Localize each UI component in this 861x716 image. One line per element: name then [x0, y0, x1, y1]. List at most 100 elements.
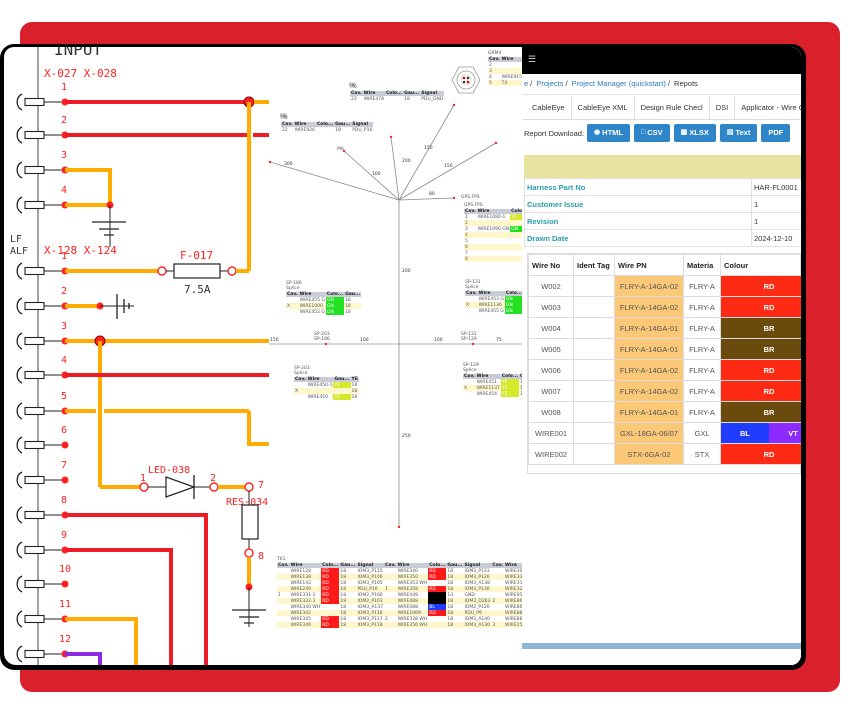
harness-table-cell: 18: [447, 568, 454, 574]
breadcrumb-projects[interactable]: Projects: [536, 79, 564, 88]
connector-face-icon: [466, 80, 470, 84]
tab-dsi[interactable]: DSI: [710, 96, 736, 119]
harness-table-cell: [491, 610, 505, 616]
harness-node-label: SP-203: [314, 331, 330, 337]
tab-cableeye-xml[interactable]: CableEye XML: [572, 96, 635, 119]
harness-table-cell: WIRE332-1: [289, 598, 322, 604]
harness-table-caption: M8: [281, 116, 288, 121]
harness-table-caption: GPS.FPS: [464, 203, 483, 208]
harness-table-header: Wire: [476, 209, 511, 214]
harness-table-row: 3: [488, 68, 548, 74]
resistor-terminal: [244, 482, 254, 492]
harness-table-cell: IOM3_A138: [464, 580, 491, 586]
harness-table-cell: YE: [333, 382, 351, 388]
wire-no-cell: WIRE002: [528, 443, 574, 465]
harness-table-cell: IOM3_D263: [463, 598, 492, 604]
ident-tag-cell: [573, 317, 615, 339]
harness-table-cell: WIRE881: [504, 610, 527, 616]
fuse-terminal: [227, 266, 237, 276]
pin-number: 6: [61, 425, 67, 436]
harness-table-cell: WIRE926: [294, 127, 315, 133]
harness-table-cell: IOM3_P116: [356, 610, 385, 616]
harness-table-cell: YE: [333, 394, 351, 400]
connector-socket-icon: [16, 436, 23, 454]
harness-table-cell: 18: [335, 127, 341, 133]
download-html-button[interactable]: ◉HTML: [587, 124, 630, 142]
pin-number: 3: [61, 321, 67, 332]
connector-pin-icon: [24, 475, 45, 485]
connector-pin-icon: [24, 370, 45, 380]
report-tabs: CableEye CableEye XML Design Rule Checl …: [522, 96, 801, 120]
resistor-terminal: [244, 548, 254, 558]
harness-table-cell: [384, 574, 397, 580]
harness-table-cell: 18: [447, 616, 454, 622]
wire: [65, 513, 208, 665]
harness-table-cell: WIRE345: [290, 616, 311, 622]
harness-table-cell: 18: [447, 604, 454, 610]
branch-end: [397, 525, 401, 529]
harness-table-header: Wire: [362, 91, 385, 96]
connector-face-icon: [462, 76, 466, 80]
harness-branch: [398, 142, 497, 201]
harness-table-cell: GN: [504, 308, 524, 314]
breadcrumb: e/ Projects/ Project Manager (quickstart…: [522, 74, 801, 95]
harness-table-cell: WIRE882: [505, 616, 526, 622]
fuse-terminal: [157, 266, 167, 276]
harness-table-cell: GND: [464, 592, 475, 598]
download-html-label: HTML: [602, 128, 623, 137]
download-csv-button[interactable]: □CSV: [633, 124, 670, 142]
harness-table-caption: SP-131 Splice: [465, 280, 481, 290]
column-header[interactable]: Wire PN: [614, 254, 684, 276]
harness-table-header: Cav.: [350, 91, 363, 96]
harness-table-cell: IOM3_P120: [463, 574, 492, 580]
harness-table-header: Wire: [396, 563, 429, 568]
branch-length-label: 80: [429, 191, 435, 197]
harness-table-cell: 18: [339, 586, 357, 592]
harness-table-cell: [476, 256, 511, 262]
harness-table-cell: WIRE1000: [298, 303, 326, 309]
column-header[interactable]: Colour: [720, 254, 801, 276]
pin-number: 2: [61, 286, 67, 297]
harness-table-cell: YE: [500, 379, 519, 385]
harness-table-cell: 18: [351, 382, 358, 388]
harness-table-cell: WIRE128: [290, 568, 311, 574]
download-xlsx-button[interactable]: ▦XLSX: [673, 124, 716, 142]
harness-branch: [390, 136, 400, 201]
download-pdf-button[interactable]: PDF: [761, 124, 791, 142]
harness-table-cell: WIRE356 WH: [396, 622, 429, 628]
harness-table-cell: [333, 388, 351, 394]
tab-applicator-wire-cutting[interactable]: Applicator - Wire Cuttin: [735, 96, 801, 119]
harness-table-cell: [384, 610, 397, 616]
harness-table-cell: 18: [404, 96, 410, 102]
harness-table-header: Gau...: [333, 377, 351, 382]
harness-table-cell: 18: [340, 580, 347, 586]
harness-table-cell: WIRE454: [476, 391, 497, 397]
harness-table-cell: [476, 244, 511, 250]
harness-table-cell: 18: [340, 592, 347, 598]
tab-design-rule-check[interactable]: Design Rule Checl: [635, 96, 710, 119]
ident-tag-cell: [573, 443, 615, 465]
tab-cableeye[interactable]: CableEye: [522, 96, 572, 119]
column-header[interactable]: Wire No: [528, 254, 574, 276]
harness-node-label: M6: [349, 82, 356, 88]
report-header-band: [524, 155, 801, 178]
column-header[interactable]: Materia: [683, 254, 721, 276]
breadcrumb-home[interactable]: e: [524, 79, 529, 88]
hamburger-menu-icon[interactable]: ☰: [528, 54, 537, 64]
harness-table-header: Cav.: [465, 291, 478, 296]
harness-table-cell: WIRE455 G: [299, 297, 325, 303]
download-text-button[interactable]: ▤Text: [719, 124, 758, 142]
horizontal-scrollbar[interactable]: [522, 643, 801, 649]
harness-table-cell: RD: [321, 616, 340, 622]
meta-value: HAR-FL0001: [751, 178, 801, 196]
wire-pn-cell: STX-6GA-02: [614, 443, 684, 465]
breadcrumb-project-manager[interactable]: Project Manager (quickstart): [571, 79, 666, 88]
column-header[interactable]: Ident Tag: [573, 254, 615, 276]
harness-table-cell: 3: [465, 226, 468, 232]
